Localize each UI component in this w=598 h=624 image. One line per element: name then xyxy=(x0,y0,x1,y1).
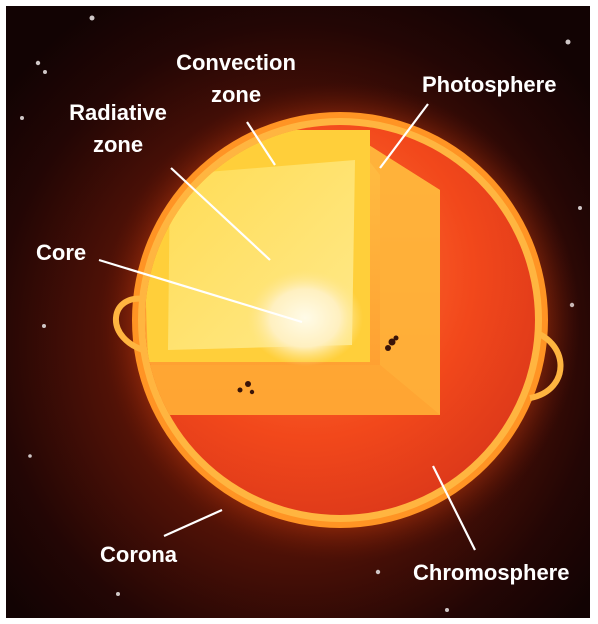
prominence-left xyxy=(113,295,151,355)
label-corona: Corona xyxy=(100,542,178,567)
pointer-corona xyxy=(163,508,223,538)
pointer-photosphere xyxy=(379,103,429,169)
core-region xyxy=(247,270,363,366)
label-convection-zone-line2: zone xyxy=(211,82,261,107)
pointer-radiative xyxy=(170,167,271,261)
pointer-core xyxy=(98,258,303,324)
label-photosphere: Photosphere xyxy=(422,72,556,97)
label-chromosphere: Chromosphere xyxy=(413,560,569,585)
label-core: Core xyxy=(36,240,86,265)
pointer-chromosphere xyxy=(432,465,476,551)
pointer-convection xyxy=(246,121,276,166)
label-convection-zone-line1: Convection xyxy=(176,50,296,75)
label-radiative-zone-line1: Radiative xyxy=(69,100,167,125)
label-radiative-zone-line2: zone xyxy=(93,132,143,157)
sunspots xyxy=(237,335,399,395)
prominence-right xyxy=(527,327,564,401)
